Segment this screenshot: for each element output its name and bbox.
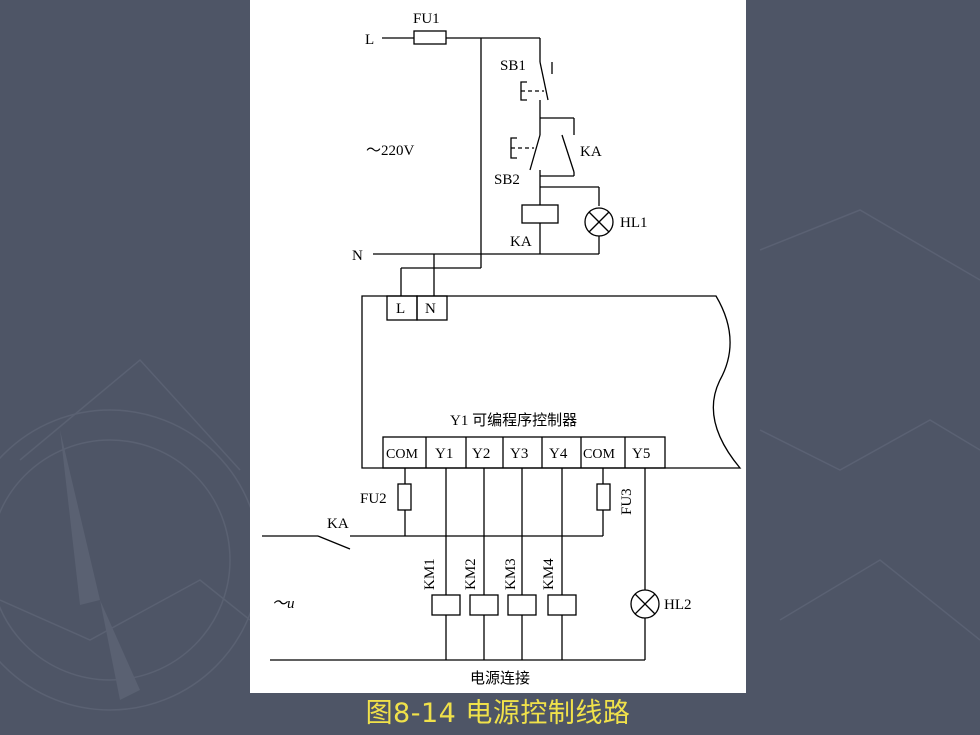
- diagram-panel: [250, 0, 746, 693]
- label-l: L: [365, 32, 374, 48]
- fuse-fu1: [413, 30, 447, 45]
- plc-title: Y1 可编程序控制器: [450, 412, 577, 429]
- terminal-label: Y4: [549, 446, 568, 462]
- terminal-label: Y2: [472, 446, 490, 462]
- sb2-contact: [529, 134, 541, 171]
- coil-km1: [431, 594, 461, 616]
- ka-coil: [521, 204, 559, 224]
- label-ka-switch: KA: [327, 516, 349, 532]
- label-km4: KM4: [541, 558, 557, 590]
- label-fu2: FU2: [360, 491, 387, 507]
- terminal-label: Y3: [510, 446, 528, 462]
- ka-switch-blade: [317, 535, 351, 550]
- label-hl2: HL2: [664, 597, 692, 613]
- fuse-fu3: [596, 483, 611, 511]
- coil-km2: [469, 594, 499, 616]
- label-fu1: FU1: [413, 11, 440, 27]
- terminal-n: [416, 295, 448, 321]
- fuse-fu2: [397, 483, 412, 511]
- coil-km4: [547, 594, 577, 616]
- label-sb1: SB1: [500, 58, 526, 74]
- label-n: N: [352, 248, 363, 264]
- terminal-l-label: L: [396, 301, 405, 317]
- label-sb2: SB2: [494, 172, 520, 188]
- label-km2: KM2: [463, 558, 479, 590]
- ka-contact: [561, 134, 575, 173]
- label-supply: ～u: [272, 596, 295, 612]
- label-voltage: ～220V: [366, 143, 415, 159]
- terminal-label: Y5: [632, 446, 650, 462]
- label-power: 电源连接: [470, 670, 530, 687]
- coil-km3: [507, 594, 537, 616]
- label-ka-contact: KA: [580, 144, 602, 160]
- terminal-label: COM: [386, 447, 418, 462]
- terminal-label: Y1: [435, 446, 453, 462]
- figure-caption: 图8-14 电源控制线路: [365, 698, 631, 729]
- plc-box: [361, 295, 742, 469]
- label-km3: KM3: [503, 558, 519, 590]
- terminal-n-label: N: [425, 301, 436, 317]
- sb1-contact: [539, 61, 549, 101]
- label-hl1: HL1: [620, 215, 648, 231]
- circuit-diagram: FU1 L ～220V SB1 SB2 KA KA HL1 N L N Y1 可…: [262, 11, 742, 687]
- label-ka-coil: KA: [510, 234, 532, 250]
- label-km1: KM1: [422, 558, 438, 590]
- terminal-label: COM: [583, 447, 615, 462]
- label-fu3: FU3: [619, 488, 635, 515]
